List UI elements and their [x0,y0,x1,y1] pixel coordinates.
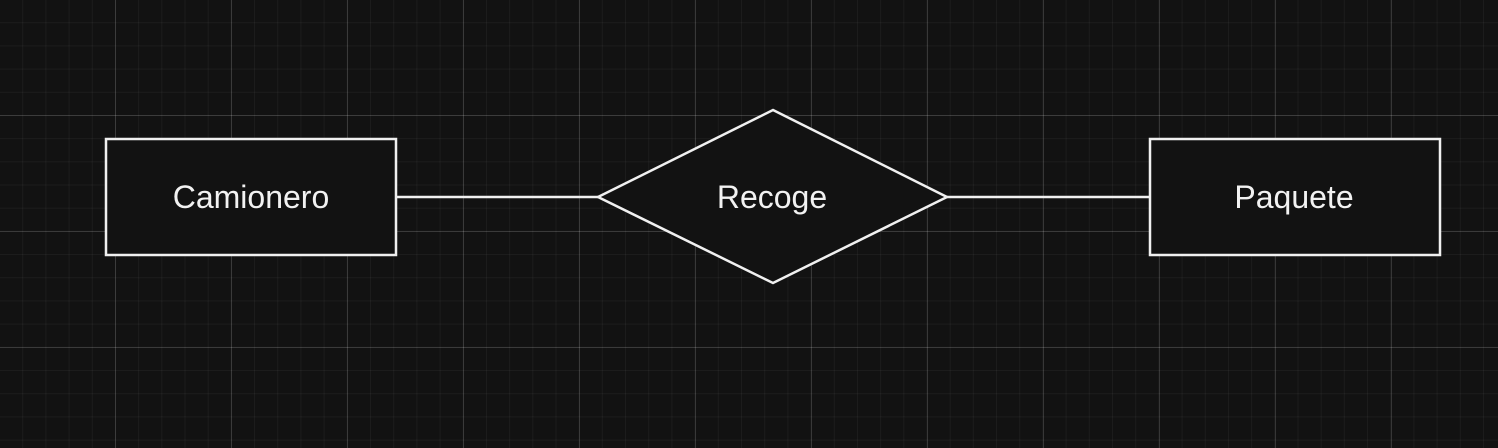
entity-paquete[interactable]: Paquete [1148,137,1442,257]
entity-paquete-box[interactable] [1148,137,1442,257]
relationship-recoge[interactable]: Recoge [595,108,950,285]
entity-camionero-label: Camionero [173,179,330,215]
entity-camionero-box[interactable] [104,137,398,257]
entity-camionero[interactable]: Camionero [104,137,398,257]
relationship-recoge-label: Recoge [717,179,827,215]
entity-paquete-label: Paquete [1234,179,1353,215]
relationship-recoge-diamond[interactable] [595,108,950,285]
